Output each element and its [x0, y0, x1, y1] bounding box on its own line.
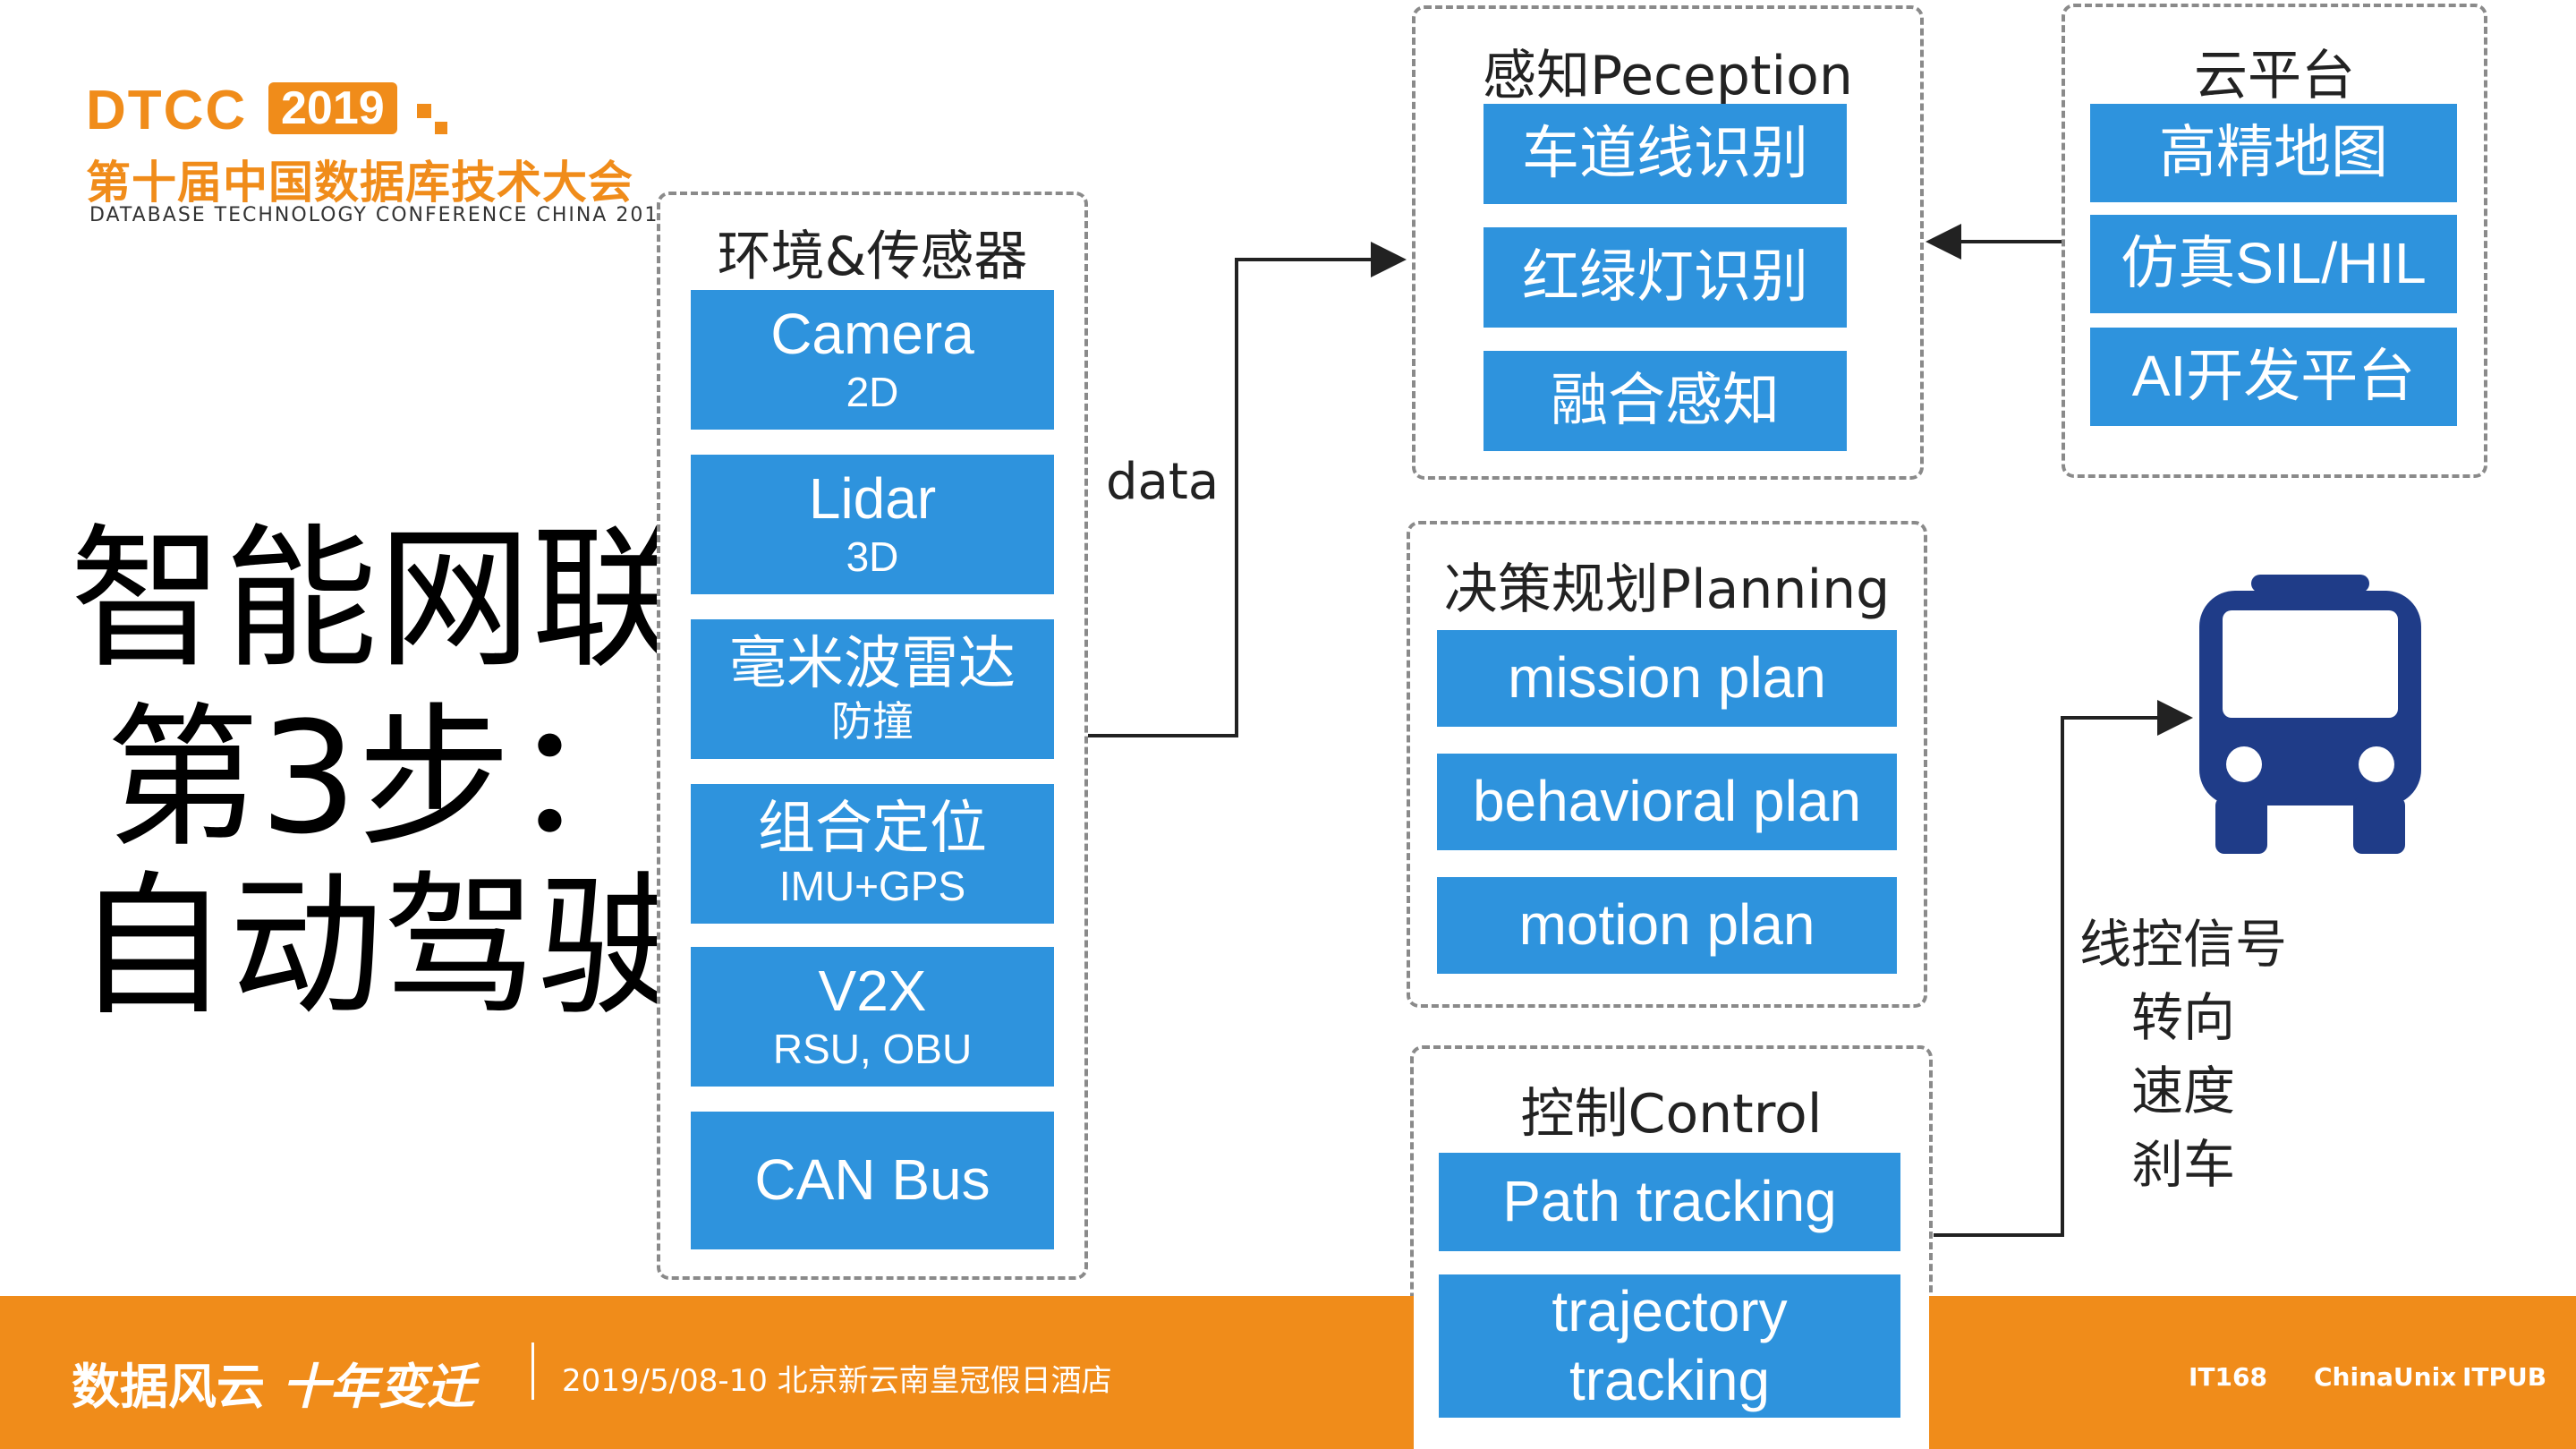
planning-mission-label: mission plan: [1508, 645, 1826, 711]
title-line1: 智能网联: [70, 509, 685, 689]
control-tracking-label-front: tracking: [1569, 1348, 1771, 1412]
control-path-tracking-label: Path tracking: [1502, 1169, 1837, 1234]
planning-behavioral[interactable]: behavioral plan: [1437, 754, 1897, 850]
perception-fusion-label: 融合感知: [1551, 368, 1780, 433]
cloud-simulation-label: 仿真SIL/HIL: [2121, 231, 2427, 296]
env-sensors-title: 环境&传感器: [717, 226, 1028, 288]
cloud-title: 云平台: [2194, 45, 2355, 107]
data-label: data: [1106, 453, 1220, 511]
perception-traffic-light-label: 红绿灯识别: [1522, 244, 1808, 310]
sensor-v2x-sub: RSU, OBU: [772, 1026, 973, 1073]
footer-divider: [531, 1342, 534, 1400]
perception-lane-label: 车道线识别: [1522, 121, 1808, 186]
footer-slogan: 数据风云 十年变迁: [72, 1347, 475, 1418]
sensor-camera[interactable]: Camera 2D: [691, 290, 1054, 430]
sensor-lidar-sub: 3D: [846, 533, 899, 581]
signal-wire-control: 线控信号: [2079, 914, 2287, 975]
sensor-v2x-label: V2X: [818, 959, 927, 1024]
sponsor-chinaunix: ChinaUnix: [2314, 1362, 2457, 1392]
cloud-ai-platform[interactable]: AI开发平台: [2090, 328, 2457, 426]
signal-speed: 速度: [2130, 1061, 2235, 1121]
control-trajectory-tracking-front[interactable]: trajectory tracking: [1439, 1274, 1900, 1418]
logo-mark: [417, 104, 431, 118]
sensor-positioning-label: 组合定位: [758, 796, 987, 861]
sponsor-it168: IT168: [2189, 1362, 2267, 1392]
cloud-simulation[interactable]: 仿真SIL/HIL: [2090, 215, 2457, 313]
sensor-positioning-sub: IMU+GPS: [778, 863, 966, 910]
logo-mark: [435, 122, 447, 134]
signal-brake: 刹车: [2130, 1134, 2235, 1195]
footer-slogan-1: 数据风云: [72, 1359, 265, 1415]
sensor-camera-label: Camera: [770, 302, 974, 367]
sensor-canbus-label: CAN Bus: [754, 1147, 990, 1213]
footer-event-info: 2019/5/08-10 北京新云南皇冠假日酒店: [562, 1363, 1112, 1399]
footer-bar: [0, 1296, 2576, 1449]
sensor-camera-sub: 2D: [846, 369, 899, 416]
title-line2: 第3步：: [106, 688, 666, 868]
planning-motion[interactable]: motion plan: [1437, 877, 1897, 974]
control-trajectory-label-front: trajectory: [1552, 1278, 1788, 1343]
logo-year: 2019: [268, 82, 397, 134]
cloud-hd-map[interactable]: 高精地图: [2090, 104, 2457, 202]
sensor-radar[interactable]: 毫米波雷达 防撞: [691, 619, 1054, 759]
sensor-canbus[interactable]: CAN Bus: [691, 1112, 1054, 1249]
sensor-lidar[interactable]: Lidar 3D: [691, 455, 1054, 594]
signals-list: 线控信号 转向 速度 刹车: [2067, 908, 2300, 1201]
perception-fusion[interactable]: 融合感知: [1484, 351, 1847, 451]
perception-traffic-light[interactable]: 红绿灯识别: [1484, 227, 1847, 328]
arrow-env-to-perception: [1085, 242, 1407, 737]
planning-title: 决策规划Planning: [1443, 558, 1891, 621]
planning-mission[interactable]: mission plan: [1437, 630, 1897, 727]
logo-en-title: DATABASE TECHNOLOGY CONFERENCE CHINA 201…: [89, 204, 674, 226]
arrow-control-to-bus: [1934, 700, 2193, 1237]
sensor-positioning[interactable]: 组合定位 IMU+GPS: [691, 784, 1054, 924]
planning-motion-label: motion plan: [1518, 892, 1815, 958]
sensor-radar-sub: 防撞: [831, 698, 914, 746]
cloud-ai-platform-label: AI开发平台: [2131, 344, 2416, 409]
bus-icon: [2199, 575, 2421, 854]
footer-slogan-2: 十年变迁: [281, 1359, 475, 1415]
logo-dtcc: DTCC: [86, 80, 248, 141]
planning-behavioral-label: behavioral plan: [1472, 769, 1862, 834]
control-title: 控制Control: [1520, 1083, 1823, 1146]
sensor-radar-label: 毫米波雷达: [729, 631, 1016, 696]
sponsor-itpub: ITPUB: [2462, 1362, 2547, 1392]
title-line3: 自动驾驶: [75, 857, 691, 1036]
perception-lane[interactable]: 车道线识别: [1484, 104, 1847, 204]
signal-steering: 转向: [2130, 987, 2235, 1048]
control-path-tracking[interactable]: Path tracking: [1439, 1153, 1900, 1251]
sensor-lidar-label: Lidar: [808, 466, 937, 532]
logo-cn-title: 第十届中国数据库技术大会: [86, 157, 633, 209]
sensor-v2x[interactable]: V2X RSU, OBU: [691, 947, 1054, 1087]
perception-title: 感知Peception: [1483, 45, 1853, 107]
cloud-hd-map-label: 高精地图: [2159, 120, 2388, 185]
